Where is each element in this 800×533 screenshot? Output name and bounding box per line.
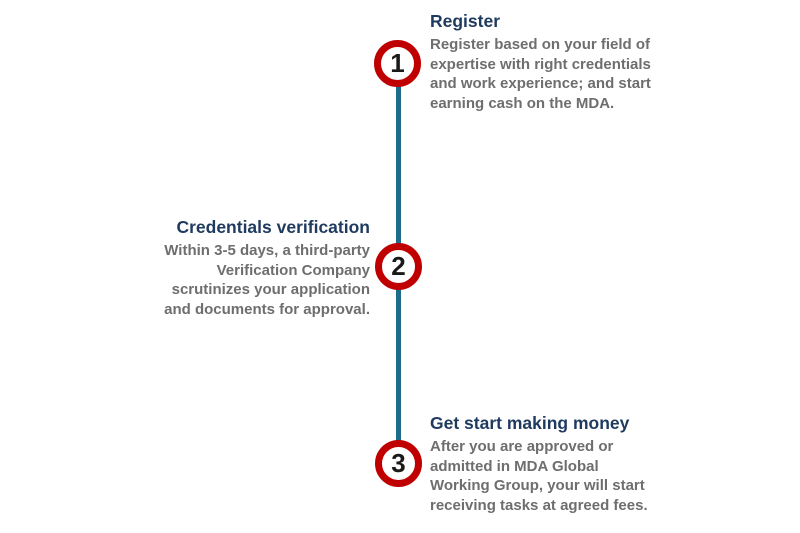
step-3-body-line: Working Group, your will start [430,477,645,494]
step-1-number: 1 [390,47,405,78]
step-1-body-line: Register based on your field of [430,36,651,53]
step-1-title: Register [430,11,501,31]
step-2-body-line: scrutinizes your application [171,281,370,298]
step-2-body-line: Within 3-5 days, a third-party [164,242,370,259]
step-1-body-line: earning cash on the MDA. [430,94,615,112]
step-2-marker: 2 [375,243,422,290]
step-1-text-block: Register Register based on your field of… [430,11,651,113]
step-2-title: Credentials verification [176,217,370,237]
step-3-body-line: After you are approved or [430,438,614,455]
step-1-body-line: expertise with right credentials [430,55,651,73]
step-3-title: Get start making money [430,413,630,433]
step-1-body-line: and work experience; and start [430,75,651,92]
step-3-body-line: receiving tasks at agreed fees. [430,496,648,514]
step-2-text-block: Credentials verification Within 3-5 days… [110,217,370,319]
step-3-text-block: Get start making money After you are app… [430,413,648,515]
step-2-body-line: Verification Company [216,261,370,279]
step-3-body-line: admitted in MDA Global [430,457,599,475]
step-2-body-line: and documents for approval. [164,300,370,318]
step-2-number: 2 [391,250,406,281]
step-3-number: 3 [391,447,406,478]
step-3-marker: 3 [375,440,422,487]
step-1-marker: 1 [374,40,421,87]
